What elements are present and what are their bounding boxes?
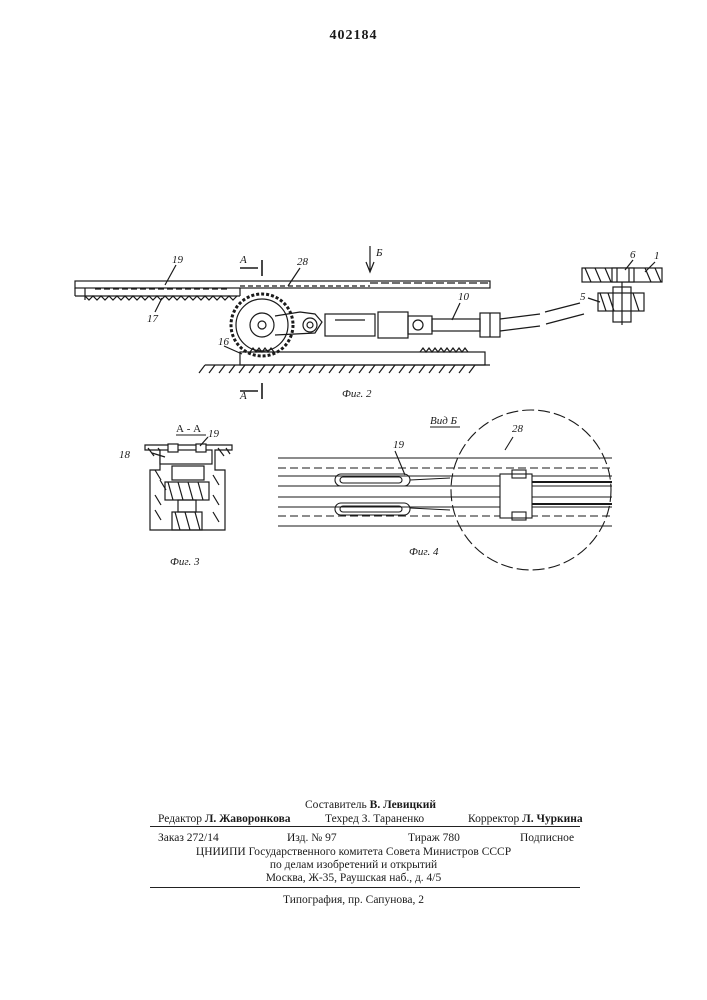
imprint-editor: Редактор Л. Жаворонкова <box>158 812 291 826</box>
fig3-label-18: 18 <box>119 449 131 461</box>
fig2-view-letter: Б <box>375 247 383 259</box>
fig4-view-title: Вид Б <box>430 415 458 427</box>
fig4-label-19: 19 <box>393 439 405 451</box>
fig2-section-letter-top: А <box>239 254 247 266</box>
fig3-caption: Фиг. 3 <box>170 556 200 568</box>
patent-number: 402184 <box>0 28 707 44</box>
imprint-subscription: Подписное <box>520 831 574 845</box>
fig2-label-6: 6 <box>630 249 636 261</box>
imprint-techred: Техред З. Тараненко <box>325 812 424 826</box>
fig2-label-17: 17 <box>147 313 159 325</box>
fig2-label-28: 28 <box>297 256 309 268</box>
imprint-org-line3: Москва, Ж-35, Раушская наб., д. 4/5 <box>0 871 707 885</box>
imprint-org-line1: ЦНИИПИ Государственного комитета Совета … <box>0 845 707 859</box>
fig2-label-19: 19 <box>172 254 184 266</box>
fig2-label-10: 10 <box>458 291 470 303</box>
imprint-rule-top <box>150 826 580 827</box>
imprint-circulation: Тираж 780 <box>408 831 460 845</box>
fig2-label-16: 16 <box>218 336 230 348</box>
imprint-issue: Изд. № 97 <box>287 831 337 845</box>
fig2-label-5: 5 <box>580 291 586 303</box>
fig2-label-1: 1 <box>654 250 660 262</box>
fig3-section-title: А - А <box>176 423 201 435</box>
imprint-rule-bottom <box>150 887 580 888</box>
imprint-org-line2: по делам изобретений и открытий <box>0 858 707 872</box>
imprint-printer: Типография, пр. Сапунова, 2 <box>0 893 707 907</box>
fig4-caption: Фиг. 4 <box>409 546 439 558</box>
imprint-compiler: Составитель В. Левицкий <box>305 798 436 812</box>
fig4-label-28: 28 <box>512 423 524 435</box>
fig2-section-letter-bottom: А <box>239 390 247 402</box>
fig3-label-19: 19 <box>208 428 220 440</box>
fig2-caption: Фиг. 2 <box>342 388 372 400</box>
imprint-order: Заказ 272/14 <box>158 831 219 845</box>
imprint-corrector: Корректор Л. Чуркина <box>468 812 583 826</box>
